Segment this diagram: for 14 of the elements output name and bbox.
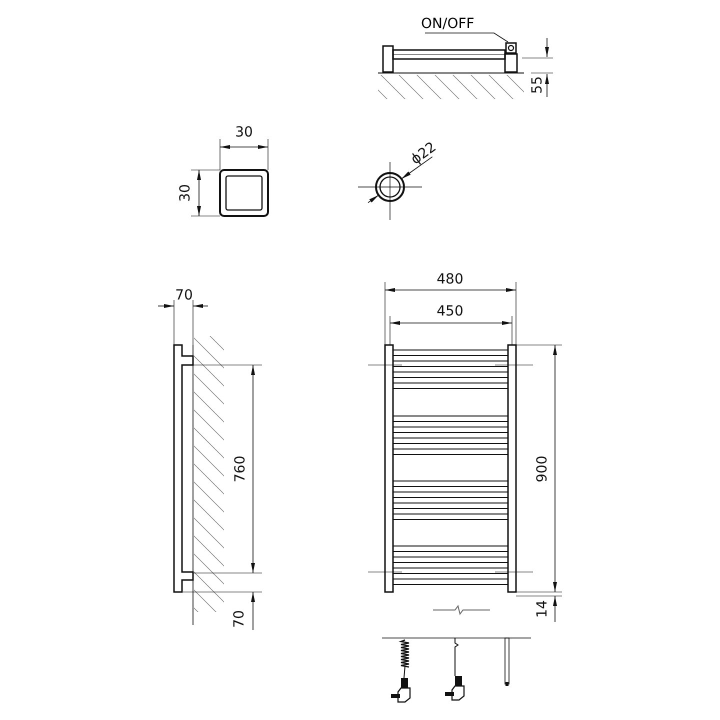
dimension-label: 480 [436,272,464,288]
dimension-label: 450 [436,304,464,320]
switch-label: ON/OFF [421,16,479,32]
dimension-label: 14 [536,600,550,618]
leader-line [424,32,508,42]
dimension-label: ϕ22 [408,140,440,168]
dimension-label: 55 [530,76,546,94]
dimension-label: 900 [536,456,550,482]
dimension-label: 30 [235,126,253,140]
dimension-label: 70 [175,288,193,304]
dimension-label: 760 [234,456,248,482]
dimension-label: 30 [178,184,194,202]
dimension-label: 70 [232,610,248,628]
power-switch [505,42,517,54]
